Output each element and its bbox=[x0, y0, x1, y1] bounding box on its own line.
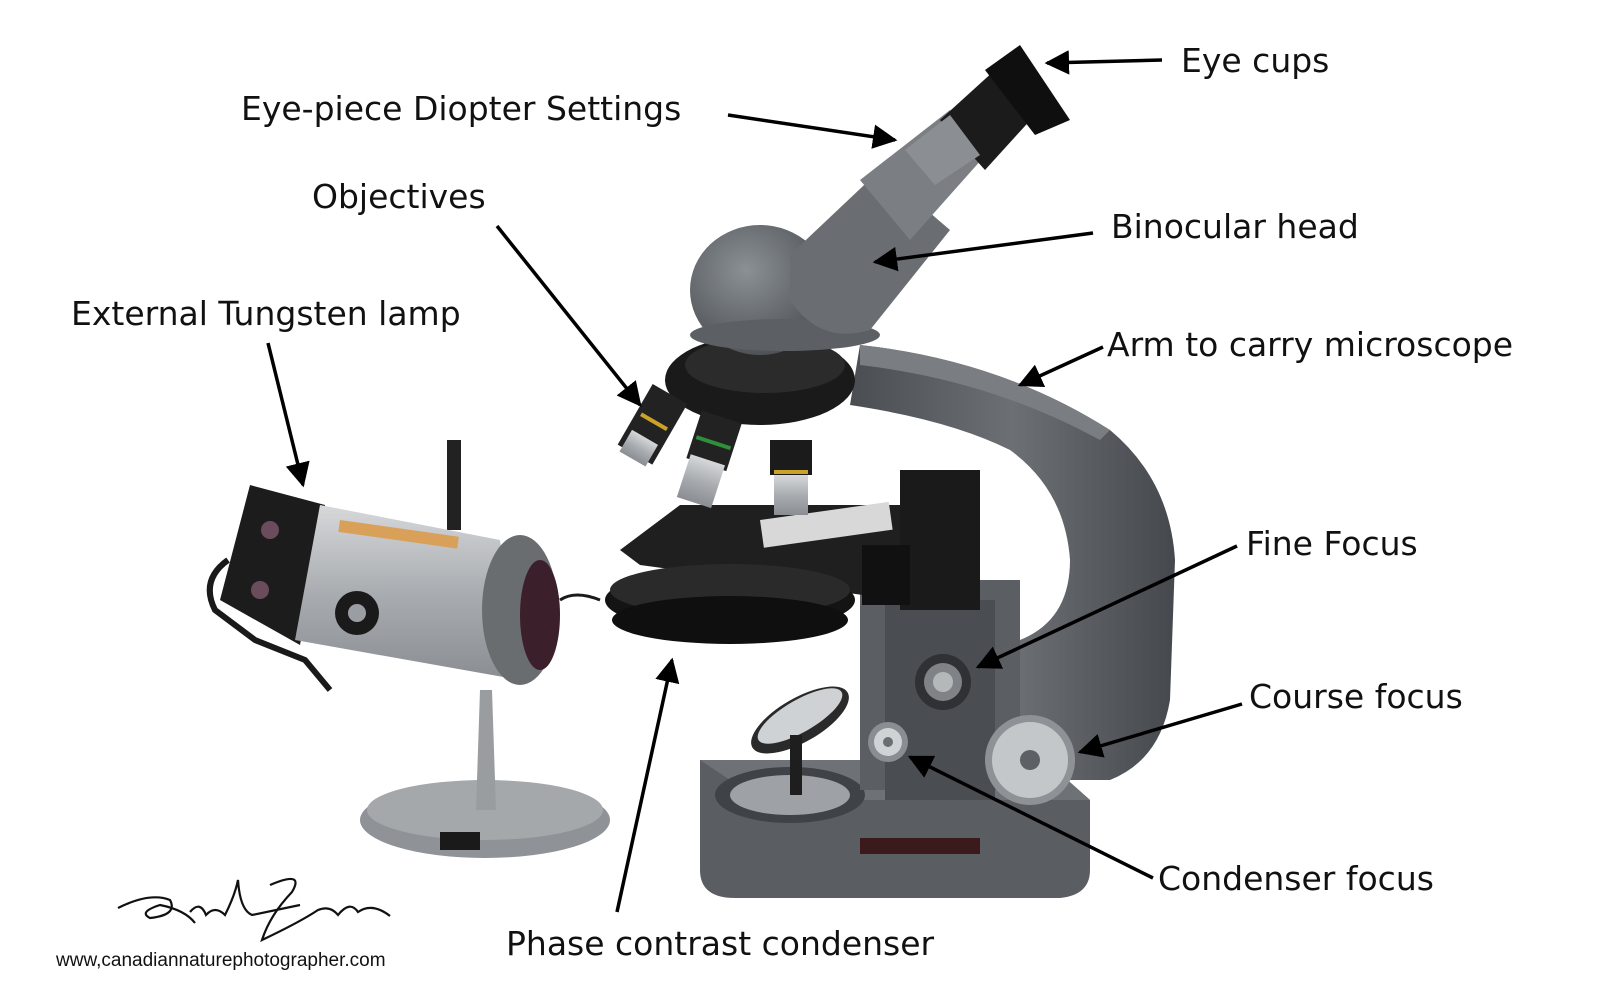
eyepiece bbox=[905, 45, 1070, 185]
website-credit: www,canadiannaturephotographer.com bbox=[56, 950, 386, 971]
course-focus-knob bbox=[985, 715, 1075, 805]
phase-condenser bbox=[605, 564, 855, 644]
fine-focus-knob bbox=[915, 654, 971, 710]
external-tungsten-lamp bbox=[206, 440, 610, 858]
condenser-focus-knob bbox=[868, 722, 908, 762]
label-phase-contrast-condenser: Phase contrast condenser bbox=[506, 924, 935, 963]
nosepiece bbox=[665, 335, 855, 425]
label-eyepiece-diopter-settings: Eye-piece Diopter Settings bbox=[241, 89, 682, 128]
microscope-arm bbox=[850, 345, 1175, 780]
label-binocular-head: Binocular head bbox=[1111, 207, 1359, 246]
pointer-arrows bbox=[266, 50, 1243, 913]
label-course-focus: Course focus bbox=[1249, 677, 1463, 716]
signature bbox=[117, 877, 391, 943]
arrow-course-focus bbox=[1077, 702, 1243, 758]
arrow-fine-focus bbox=[975, 544, 1238, 669]
label-eye-cups: Eye cups bbox=[1181, 41, 1330, 80]
mirror bbox=[751, 686, 849, 795]
label-objectives: Objectives bbox=[312, 177, 486, 216]
label-external-tungsten-lamp: External Tungsten lamp bbox=[71, 294, 461, 333]
arrow-external-lamp bbox=[266, 342, 310, 488]
arrow-eye-cups bbox=[1044, 50, 1163, 75]
objectives bbox=[617, 384, 812, 515]
arrow-objectives bbox=[495, 224, 642, 407]
arrow-eyepiece-diopter bbox=[727, 113, 898, 149]
label-fine-focus: Fine Focus bbox=[1246, 524, 1418, 563]
arrow-binocular-head bbox=[872, 231, 1094, 272]
label-condenser-focus: Condenser focus bbox=[1158, 859, 1434, 898]
label-arm: Arm to carry microscope bbox=[1107, 325, 1514, 364]
arrow-condenser-focus bbox=[907, 755, 1154, 880]
arrow-arm bbox=[1017, 345, 1104, 387]
microscope-stage bbox=[620, 470, 980, 610]
binocular-head bbox=[690, 110, 990, 355]
arrow-phase-condenser bbox=[615, 657, 680, 913]
